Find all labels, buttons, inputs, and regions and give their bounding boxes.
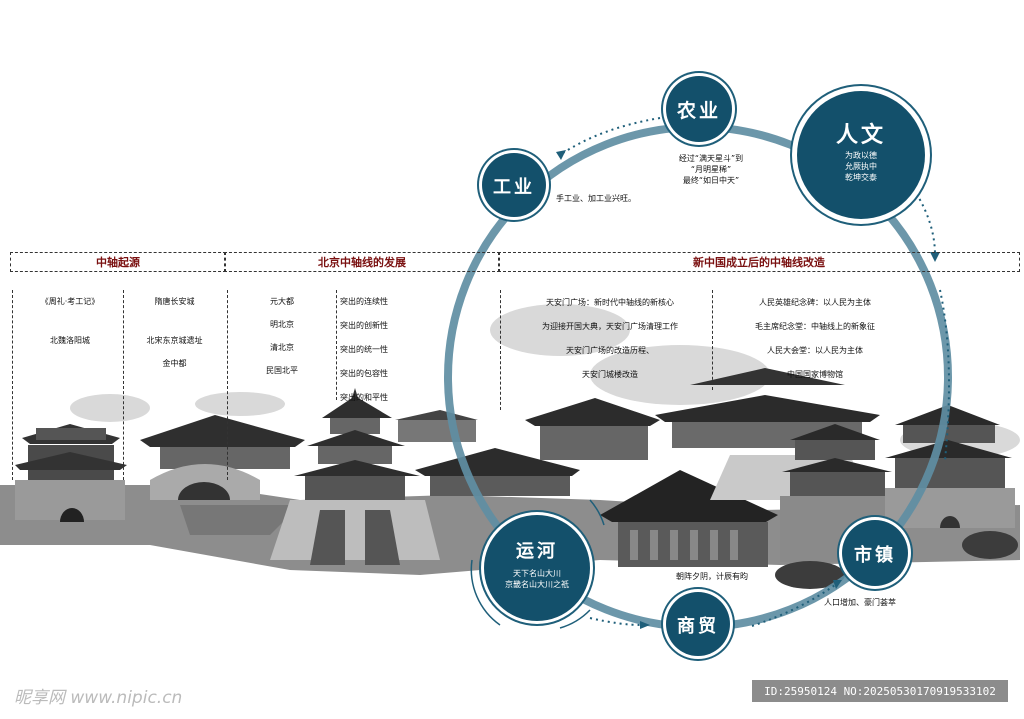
era-item: 元大都 (270, 297, 294, 306)
node-gongye: 工业 (482, 153, 546, 217)
reform-item: 中国国家博物馆 (787, 370, 843, 379)
era-item: 清北京 (270, 343, 294, 352)
desc-line: 天下名山大川 (513, 569, 561, 578)
reform-left: 天安门广场：新时代中轴线的新核心 为迎接开国大典，天安门广场清理工作 天安门广场… (520, 299, 700, 395)
section-origin: 中轴起源 (10, 252, 226, 272)
origin-column-2: 隋唐长安城 北宋东京城遗址 金中都 (127, 298, 222, 383)
divider (712, 290, 713, 390)
divider (500, 290, 501, 410)
cloud (590, 345, 770, 405)
temple-of-heaven (270, 388, 440, 565)
image-id-badge: ID:25950124 NO:20250530170919533102 (752, 680, 1008, 702)
divider (12, 290, 13, 480)
reform-item: 为迎接开国大典，天安门广场清理工作 (542, 322, 678, 331)
node-title: 工业 (493, 177, 535, 198)
node-title: 市镇 (854, 545, 896, 566)
shangmao-note: 朝阵夕阴，计辰有昀 (676, 572, 748, 583)
arrowhead (556, 150, 566, 160)
origin-item: 隋唐长安城 (154, 297, 195, 306)
desc-line: 经过“满天星斗”到 (678, 154, 744, 163)
section-reform: 新中国成立后的中轴线改造 (498, 252, 1020, 272)
yunhe-description: 天下名山大川 京畿名山大川之祇 (484, 569, 590, 591)
node-title: 人文 (835, 123, 886, 148)
era-item: 民国北平 (266, 366, 298, 375)
desc-line: 允厥执中 (845, 161, 877, 171)
era-item: 明北京 (270, 320, 294, 329)
reform-item: 毛主席纪念堂：中轴线上的新象征 (755, 322, 875, 331)
desc-line: “月明星稀” (690, 164, 732, 174)
node-title: 农业 (676, 100, 721, 122)
origin-column-1: 《周礼·考工记》 北魏洛阳城 (20, 298, 120, 360)
renwen-description: 为政以德 允厥执中 乾坤交泰 (797, 151, 925, 183)
origin-item: 北魏洛阳城 (50, 336, 90, 345)
desc-line: 人口增加、豪门荟萃 (824, 598, 896, 607)
yunhe-arc (470, 559, 501, 626)
development-traits: 突出的连续性 突出的创新性 突出的统一性 突出的包容性 突出的和平性 (340, 298, 450, 418)
cloud (70, 394, 150, 422)
arrowhead (930, 252, 940, 262)
divider (336, 290, 337, 400)
origin-item: 《周礼·考工记》 (40, 297, 100, 306)
desc-line: 朝阵夕阴，计辰有昀 (676, 572, 748, 581)
divider (123, 290, 124, 480)
node-title: 商贸 (677, 616, 719, 637)
watermark: 昵享网 www.nipic.cn (14, 688, 183, 708)
reform-right: 人民英雄纪念碑：以人民为主体 毛主席纪念堂：中轴线上的新象征 人民大会堂：以人民… (730, 299, 900, 395)
cloud (490, 304, 630, 356)
desc-line: 最终“如日中天” (682, 175, 740, 185)
divider (227, 290, 228, 480)
gongye-description: 手工业、加工业兴旺。 (556, 194, 636, 205)
node-shizhen: 市镇 (842, 520, 908, 586)
desc-line: 乾坤交泰 (845, 172, 877, 182)
development-eras: 元大都 明北京 清北京 民国北平 (232, 298, 332, 390)
arrow-shangmao-shizhen (751, 584, 836, 627)
origin-item: 金中都 (162, 359, 187, 368)
hall-with-bridge (140, 415, 305, 535)
yunhe-arc (589, 499, 605, 526)
origin-item: 北宋东京城遗址 (146, 336, 203, 345)
node-yunhe: 运河 天下名山大川 京畿名山大川之祇 (484, 515, 590, 621)
section-development: 北京中轴线的发展 (224, 252, 500, 272)
arrowhead (640, 621, 650, 629)
tree (962, 531, 1018, 559)
reform-item: 天安门广场的改造历程、 (566, 346, 654, 355)
arrow-nongye-gongye (559, 117, 661, 156)
node-nongye: 农业 (666, 76, 732, 142)
arrowhead (833, 580, 842, 589)
desc-line: 京畿名山大川之祇 (505, 579, 569, 589)
shizhen-description: 人口增加、豪门荟萃 (824, 598, 896, 609)
reform-item: 天安门广场：新时代中轴线的新核心 (546, 298, 674, 307)
cloud (195, 392, 285, 416)
reform-item: 天安门城楼改造 (582, 370, 638, 379)
nongye-description: 经过“满天星斗”到 “月明星稀” 最终“如日中天” (666, 154, 756, 186)
tiananmen-gate (525, 398, 778, 567)
desc-line: 为政以德 (845, 151, 877, 160)
node-shangmao: 商贸 (666, 592, 730, 656)
gate-tower (15, 424, 127, 522)
node-renwen: 人文 为政以德 允厥执中 乾坤交泰 (797, 91, 925, 219)
corner-tower (780, 424, 892, 562)
reform-item: 人民英雄纪念碑：以人民为主体 (759, 298, 871, 307)
reform-item: 人民大会堂：以人民为主体 (767, 346, 863, 355)
trait-item: 突出的连续性 (340, 297, 388, 306)
desc-line: 手工业、加工业兴旺。 (556, 194, 636, 203)
trait-item: 突出的创新性 (340, 321, 388, 330)
yunhe-arc (559, 609, 591, 629)
trait-item: 突出的统一性 (340, 345, 388, 354)
node-title: 运河 (516, 541, 558, 562)
tree (775, 561, 845, 589)
trait-item: 突出的包容性 (340, 369, 388, 378)
trait-item: 突出的和平性 (340, 393, 388, 402)
arrow-right-down (939, 289, 950, 461)
arrow-yunhe-shangmao (589, 617, 643, 626)
